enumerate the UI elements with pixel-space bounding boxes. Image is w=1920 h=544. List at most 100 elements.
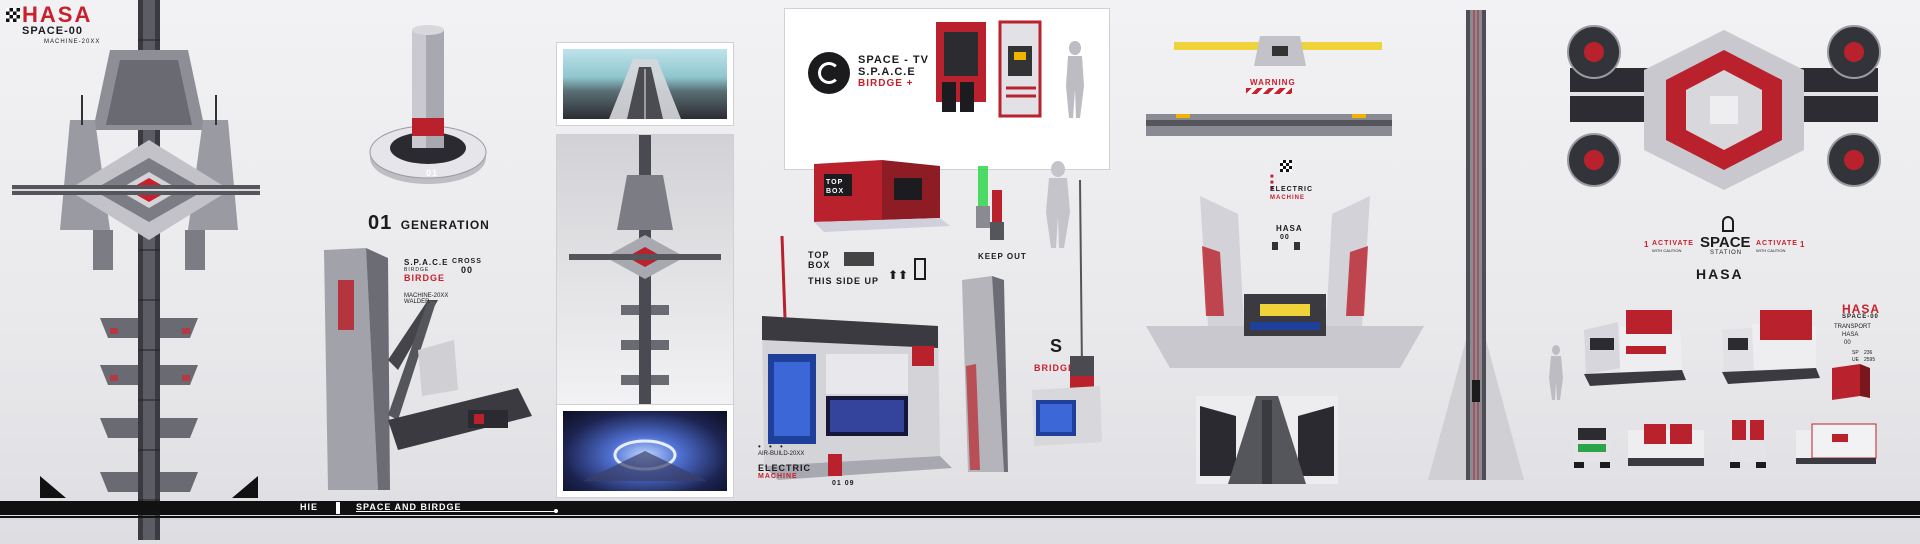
bridge-s-building: [1032, 180, 1102, 446]
generation-pillar: [369, 25, 487, 184]
cross-label: CROSS: [452, 258, 482, 265]
topbox-box-text: TOP BOX: [826, 179, 845, 195]
footer-left: HIE: [300, 502, 319, 512]
bridge-sign: S.P.A.C.E BIRDGE BIRDGE MACHINE-20XX WAL…: [404, 258, 474, 305]
keep-out-label: KEEP OUT: [978, 252, 1027, 261]
footer-bar: [0, 501, 1920, 515]
tall-shaft: [1428, 10, 1524, 480]
space-tv-line2: S.P.A.C.E: [858, 66, 916, 78]
activate-left-sub: WITH CAUTION: [1652, 248, 1682, 253]
electric-dots: ■ ■ ■: [1270, 174, 1276, 192]
tower-panel: [556, 134, 734, 408]
station-dots: • • •: [758, 442, 786, 451]
gate-interior-render: [1196, 396, 1338, 484]
bridge-s-label: BRIDGE: [1034, 363, 1076, 373]
electric-hasa-num: 00: [1280, 234, 1290, 241]
topbox-illustration: [814, 160, 950, 232]
topbox-this-side-up: THIS SIDE UP: [808, 276, 880, 286]
bridge-s-letter: S: [1050, 336, 1064, 356]
footer-divider: [336, 502, 340, 514]
pillar-mark: 01: [426, 168, 439, 178]
station-hasa: HASA: [1696, 266, 1744, 282]
station-tag: • • • AIR-BUILD-20XX ELECTRIC MACHINE: [758, 442, 811, 480]
station-station: STATION: [1710, 250, 1743, 256]
vehicle-front-view: [1574, 422, 1610, 468]
transport-ue: UE: [1852, 357, 1859, 363]
brand-sub: SPACE-00: [22, 25, 83, 37]
bridge-sub: BIRDGE: [404, 267, 430, 273]
rocket-icon: [1722, 216, 1734, 232]
brand-logo: HASA SPACE-00 MACHINE-20XX: [6, 2, 126, 56]
transport-sp: SP: [1852, 350, 1859, 356]
human-silhouette-2: [1046, 161, 1070, 248]
brand-machine: MACHINE-20XX: [44, 39, 101, 45]
checker-icon: [6, 8, 20, 22]
activate-right-num: 1: [1800, 240, 1806, 249]
activate-left-num: 1: [1644, 240, 1650, 249]
footer-end-dot: [554, 509, 558, 513]
space-tv-emblem: [808, 52, 850, 94]
bridge-space: S.P.A.C.E: [404, 258, 449, 267]
swirl-icon: [818, 62, 840, 84]
portal-ring: [583, 439, 707, 481]
space-tv-line3: BIRDGE +: [858, 78, 914, 89]
render-sky-panel: [556, 42, 734, 126]
warning-label: WARNING: [1250, 78, 1296, 87]
transport-hasa: HASA: [1842, 332, 1859, 338]
electric-line2: MACHINE: [1270, 195, 1305, 201]
keep-out-bollards: [976, 166, 1004, 240]
topbox-bar: [844, 252, 874, 266]
generation-title: 01 GENERATION: [368, 212, 490, 235]
activate-left: ACTIVATE: [1652, 240, 1694, 247]
vehicle-top-view: [1628, 424, 1704, 466]
fragile-icon: [914, 258, 926, 280]
transport-text: TRANSPORT: [1834, 324, 1871, 330]
station-electric: ELECTRIC: [758, 463, 811, 473]
wall-panel: [962, 276, 1008, 472]
tower-mini: [569, 135, 721, 407]
station-code: 01 09: [832, 480, 855, 487]
space-station-topview: [1567, 25, 1881, 190]
topbox-label: TOP BOX: [808, 250, 831, 270]
cross-num: 00: [460, 265, 473, 275]
transport-box: [1832, 364, 1870, 400]
station-machine: MACHINE: [758, 473, 798, 480]
space-tv-text: SPACE - TV S.P.A.C.E BIRDGE +: [858, 54, 929, 89]
footer-title: SPACE AND BIRDGE: [356, 502, 462, 512]
bridge-bridge: BIRDGE: [404, 273, 446, 283]
vehicle-back-view: [1730, 420, 1766, 468]
transport-sub: SPACE-00: [1842, 314, 1879, 320]
station-building: [762, 236, 952, 480]
electric-hasa: HASA: [1276, 224, 1303, 233]
station-space: SPACE: [1700, 234, 1751, 251]
electric-line1: ELECTRIC: [1270, 186, 1313, 193]
bridge-structure: [324, 248, 532, 490]
space-tv-line1: SPACE - TV: [858, 54, 929, 66]
transport-ue-val: 2595: [1864, 357, 1876, 363]
activate-right: ACTIVATE: [1756, 240, 1798, 247]
topbox-legend: TOP BOX THIS SIDE UP: [808, 250, 879, 286]
cross-sign: CROSS 00: [452, 258, 482, 275]
footer-underline: [356, 511, 556, 512]
transport-truck-1: [1584, 310, 1686, 386]
checker-icon-2: [1280, 160, 1292, 172]
space-tv-machines: [936, 20, 1042, 118]
transport-truck-2: [1722, 310, 1820, 384]
transport-brand: HASA: [1842, 302, 1881, 316]
station-logo-block: ACTIVATE WITH CAUTION 1 SPACE STATION AC…: [1638, 216, 1818, 286]
generation-number: 01: [368, 212, 393, 234]
brand-name: HASA: [22, 2, 93, 27]
transport-num: 00: [1844, 340, 1851, 346]
human-silhouette-3: [1549, 345, 1563, 400]
tower-illustration: [12, 0, 260, 540]
warning-stripe: [1246, 88, 1292, 94]
generation-label: GENERATION: [400, 218, 490, 232]
corridor-render: [609, 59, 681, 119]
vehicle-side-view: [1796, 423, 1877, 464]
gate-structure: [1146, 196, 1424, 368]
arrow-up-icon: ⬆⬆: [888, 268, 909, 282]
station-air-build: AIR-BUILD-20XX: [758, 451, 805, 457]
bridge-machine: MACHINE-20XX: [404, 293, 449, 299]
human-silhouette: [1066, 41, 1084, 118]
station-s-glyph: [828, 454, 842, 476]
